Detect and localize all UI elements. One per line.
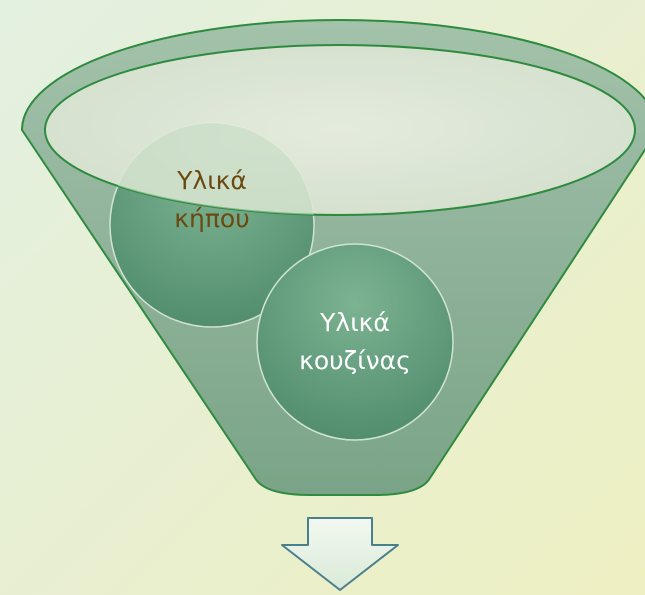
- garden-label-line1: Υλικά: [176, 166, 247, 195]
- kitchen-label-line1: Υλικά: [319, 308, 390, 337]
- kitchen-label-line2: κουζίνας: [299, 346, 411, 375]
- garden-label-line2: κήπου: [174, 204, 249, 233]
- garden-circle-rim-overlap: [110, 123, 314, 215]
- kitchen-materials-circle: [256, 243, 454, 441]
- arrow-down-icon: [281, 517, 399, 591]
